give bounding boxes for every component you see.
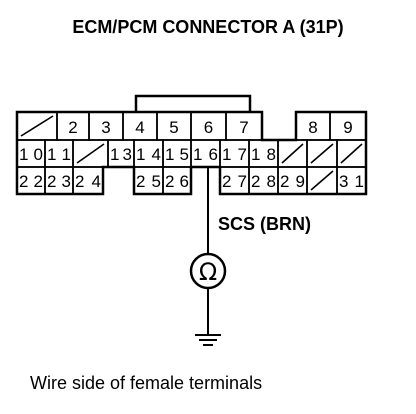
- pin-label: 27: [222, 172, 247, 191]
- blank-terminal-slash: [76, 143, 105, 164]
- ohm-symbol: Ω: [199, 258, 217, 286]
- pin-label: 17: [222, 145, 247, 164]
- pin-label: 23: [47, 172, 71, 191]
- blank-terminal-slash: [310, 143, 334, 164]
- pin-label: 6: [204, 118, 213, 137]
- terminal-row3: [336, 166, 367, 195]
- pin-label: 5: [169, 118, 178, 137]
- connector-latch: [134, 94, 252, 112]
- pin-label: 26: [165, 172, 189, 191]
- pin-label: 16: [193, 145, 218, 164]
- ground-icon: [195, 334, 221, 346]
- pin-label: 31: [339, 172, 364, 191]
- pin-label: 25: [136, 172, 161, 191]
- pin-label: 10: [19, 145, 43, 164]
- pin-label: 18: [251, 145, 276, 164]
- caption: Wire side of female terminals: [30, 373, 262, 393]
- blank-terminal-slash: [20, 115, 54, 137]
- blank-terminal-slash: [281, 143, 304, 164]
- pin-label: 11: [47, 145, 71, 164]
- pin-label: 29: [280, 172, 305, 191]
- pin-label: 8: [308, 118, 317, 137]
- pin-label: 7: [239, 118, 248, 137]
- pin-label: 15: [165, 145, 189, 164]
- pin-label: 13: [110, 145, 132, 164]
- pin-label: 9: [343, 118, 352, 137]
- terminal-row3: [162, 166, 192, 195]
- diagram-title: ECM/PCM CONNECTOR A (31P): [72, 17, 343, 37]
- pin-label: 28: [251, 172, 276, 191]
- pin-label: 22: [19, 172, 43, 191]
- terminal-row3: [72, 166, 104, 195]
- pin-label: 2: [68, 118, 77, 137]
- blank-terminal-slash: [340, 143, 363, 164]
- pin-label: 3: [101, 118, 110, 137]
- pin-label: 14: [136, 145, 161, 164]
- pin-label: 4: [135, 118, 144, 137]
- signal-label: SCS (BRN): [218, 214, 311, 234]
- blank-terminal-slash: [310, 170, 334, 191]
- pin-label: 24: [75, 172, 101, 191]
